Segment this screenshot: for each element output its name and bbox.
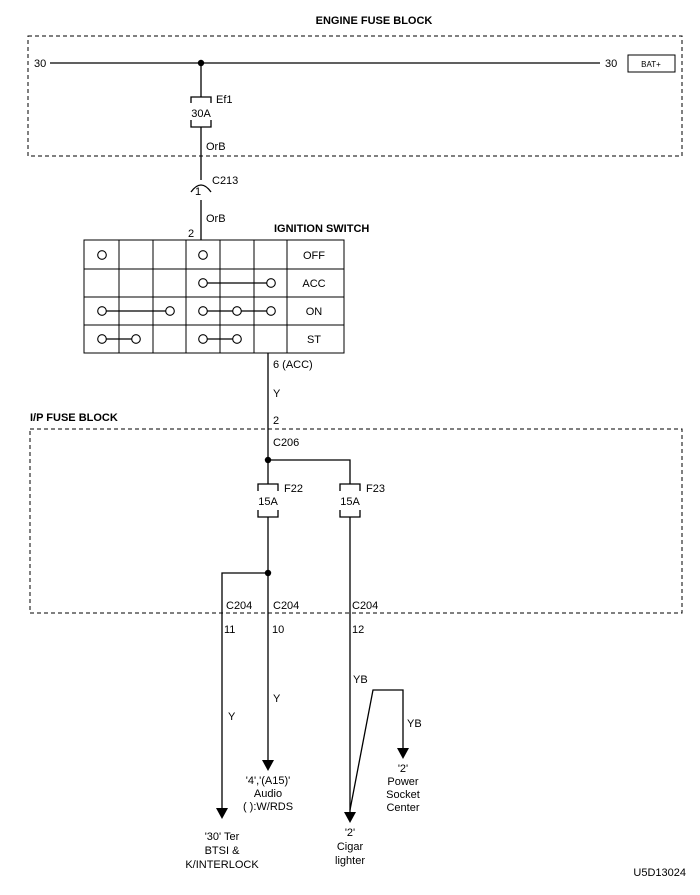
position-off-label: OFF bbox=[303, 250, 325, 262]
position-st-label: ST bbox=[307, 334, 321, 346]
acc-wire-color: Y bbox=[273, 388, 281, 400]
engine-fuse-block-border bbox=[27, 35, 683, 157]
audio-dest-line-3: ( ):W/RDS bbox=[243, 801, 293, 813]
orb-wire-1-color: OrB bbox=[206, 141, 226, 153]
btsi-dest-line-1: '30' Ter bbox=[205, 831, 240, 843]
power-socket-dest-line-3: Socket bbox=[386, 789, 420, 801]
wire-color-pin-12: YB bbox=[353, 674, 368, 686]
bus-left-label: 30 bbox=[34, 58, 46, 70]
arrow-head-pin-12 bbox=[344, 812, 356, 823]
pin-11-label: 11 bbox=[224, 624, 235, 636]
bus-right-label: 30 bbox=[605, 58, 617, 70]
c204-label-pin-11: C204 bbox=[226, 600, 252, 612]
c204-label-pin-10: C204 bbox=[273, 600, 299, 612]
ef1-fuse-bottom bbox=[190, 120, 212, 128]
power-socket-wire bbox=[349, 689, 404, 811]
audio-dest-line-1: '4','(A15)' bbox=[246, 775, 290, 787]
ef1-fuse-rating: 30A bbox=[191, 108, 211, 120]
ef1-fuse-top bbox=[190, 96, 212, 103]
pin-10-label: 10 bbox=[272, 624, 284, 636]
battery-label: BAT+ bbox=[641, 60, 661, 69]
cigar-dest-line-3: lighter bbox=[335, 855, 365, 867]
f23-fuse-top bbox=[339, 483, 361, 491]
switch-contact bbox=[165, 306, 175, 316]
power-socket-dest-line-2: Power bbox=[387, 776, 419, 788]
pin-12-label: 12 bbox=[352, 624, 364, 636]
acc-terminal-label: 6 (ACC) bbox=[273, 359, 313, 371]
f22-fuse-bottom bbox=[257, 510, 279, 518]
ignition-switch-title: IGNITION SWITCH bbox=[274, 223, 369, 235]
btsi-dest-line-3: K/INTERLOCK bbox=[185, 859, 259, 871]
ignition-switch-grid bbox=[83, 239, 345, 354]
position-on-label: ON bbox=[306, 306, 323, 318]
switch-contact bbox=[198, 334, 208, 344]
c213-pin-label: 1 bbox=[195, 186, 201, 198]
switch-contact bbox=[232, 306, 242, 316]
wire-color-pin-10: Y bbox=[273, 693, 281, 705]
f23-feed-wire bbox=[268, 459, 351, 484]
c213-connector-arc bbox=[190, 184, 212, 193]
position-acc-label: ACC bbox=[302, 278, 325, 290]
switch-contact bbox=[198, 278, 208, 288]
ip-input-pin: 2 bbox=[273, 415, 279, 427]
arrow-head-power-socket bbox=[397, 748, 409, 759]
switch-contact bbox=[232, 334, 242, 344]
f22-fuse-rating: 15A bbox=[258, 496, 278, 508]
switch-contact bbox=[198, 306, 208, 316]
wire-color-power-socket: YB bbox=[407, 718, 422, 730]
power-socket-dest-line-1: '2' bbox=[398, 763, 408, 775]
cigar-dest-line-1: '2' bbox=[345, 827, 355, 839]
ip-fuse-block-border bbox=[29, 428, 683, 614]
switch-contact bbox=[97, 250, 107, 260]
diagram-id: U5D13024 bbox=[633, 867, 686, 879]
switch-contact bbox=[266, 306, 276, 316]
switch-contact bbox=[97, 306, 107, 316]
ef1-fuse-name: Ef1 bbox=[216, 94, 233, 106]
c204-label-pin-12: C204 bbox=[352, 600, 378, 612]
cigar-dest-line-2: Cigar bbox=[337, 841, 364, 853]
power-socket-dest-line-4: Center bbox=[386, 802, 419, 814]
f23-fuse-rating: 15A bbox=[340, 496, 360, 508]
arrow-head-pin-10 bbox=[262, 760, 274, 771]
switch-contact bbox=[97, 334, 107, 344]
output-wire-pin-11 bbox=[221, 572, 268, 808]
orb-wire-2-color: OrB bbox=[206, 213, 226, 225]
engine-fuse-block-title: ENGINE FUSE BLOCK bbox=[316, 15, 433, 27]
switch-contact bbox=[198, 250, 208, 260]
f22-fuse-top bbox=[257, 483, 279, 491]
arrow-head-pin-11 bbox=[216, 808, 228, 819]
audio-dest-line-2: Audio bbox=[254, 788, 282, 800]
battery-box bbox=[627, 54, 676, 73]
switch-contact bbox=[131, 334, 141, 344]
switch-input-pin: 2 bbox=[188, 228, 194, 240]
c213-label: C213 bbox=[212, 175, 238, 187]
f23-fuse-bottom bbox=[339, 510, 361, 518]
wire-color-pin-11: Y bbox=[228, 711, 236, 723]
ip-fuse-block-title: I/P FUSE BLOCK bbox=[30, 412, 118, 424]
c206-label: C206 bbox=[273, 437, 299, 449]
switch-contact bbox=[266, 278, 276, 288]
f23-fuse-name: F23 bbox=[366, 483, 385, 495]
btsi-dest-line-2: BTSI & bbox=[205, 845, 241, 857]
f22-fuse-name: F22 bbox=[284, 483, 303, 495]
